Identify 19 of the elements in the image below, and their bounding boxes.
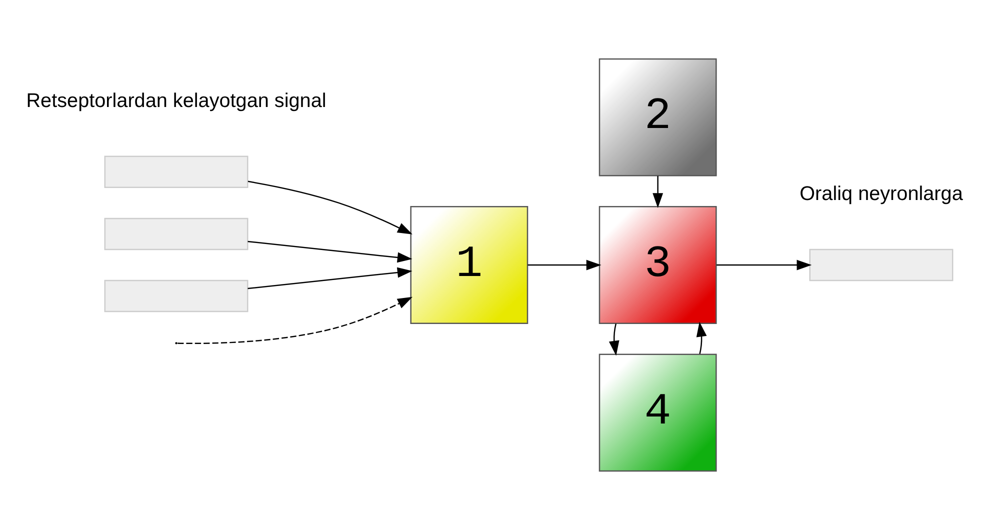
node-bar xyxy=(104,155,248,188)
node-box: 4 xyxy=(598,353,717,472)
node-bar xyxy=(104,217,248,250)
label: Retseptorlardan kelayotgan signal xyxy=(26,90,326,112)
node-bar xyxy=(809,248,954,281)
arrow xyxy=(248,240,412,262)
node-box: 2 xyxy=(598,58,717,176)
arrow xyxy=(652,175,664,208)
arrow xyxy=(248,180,412,234)
node-box: 1 xyxy=(410,206,528,324)
node-box: 3 xyxy=(598,206,717,324)
arrow xyxy=(528,259,602,270)
arrow xyxy=(608,323,620,356)
arrow xyxy=(696,321,707,354)
arrow xyxy=(248,266,412,289)
arrow xyxy=(716,259,812,270)
label: Oraliq neyronlarga xyxy=(800,182,963,205)
node-bar xyxy=(104,279,248,312)
arrow xyxy=(178,296,413,344)
